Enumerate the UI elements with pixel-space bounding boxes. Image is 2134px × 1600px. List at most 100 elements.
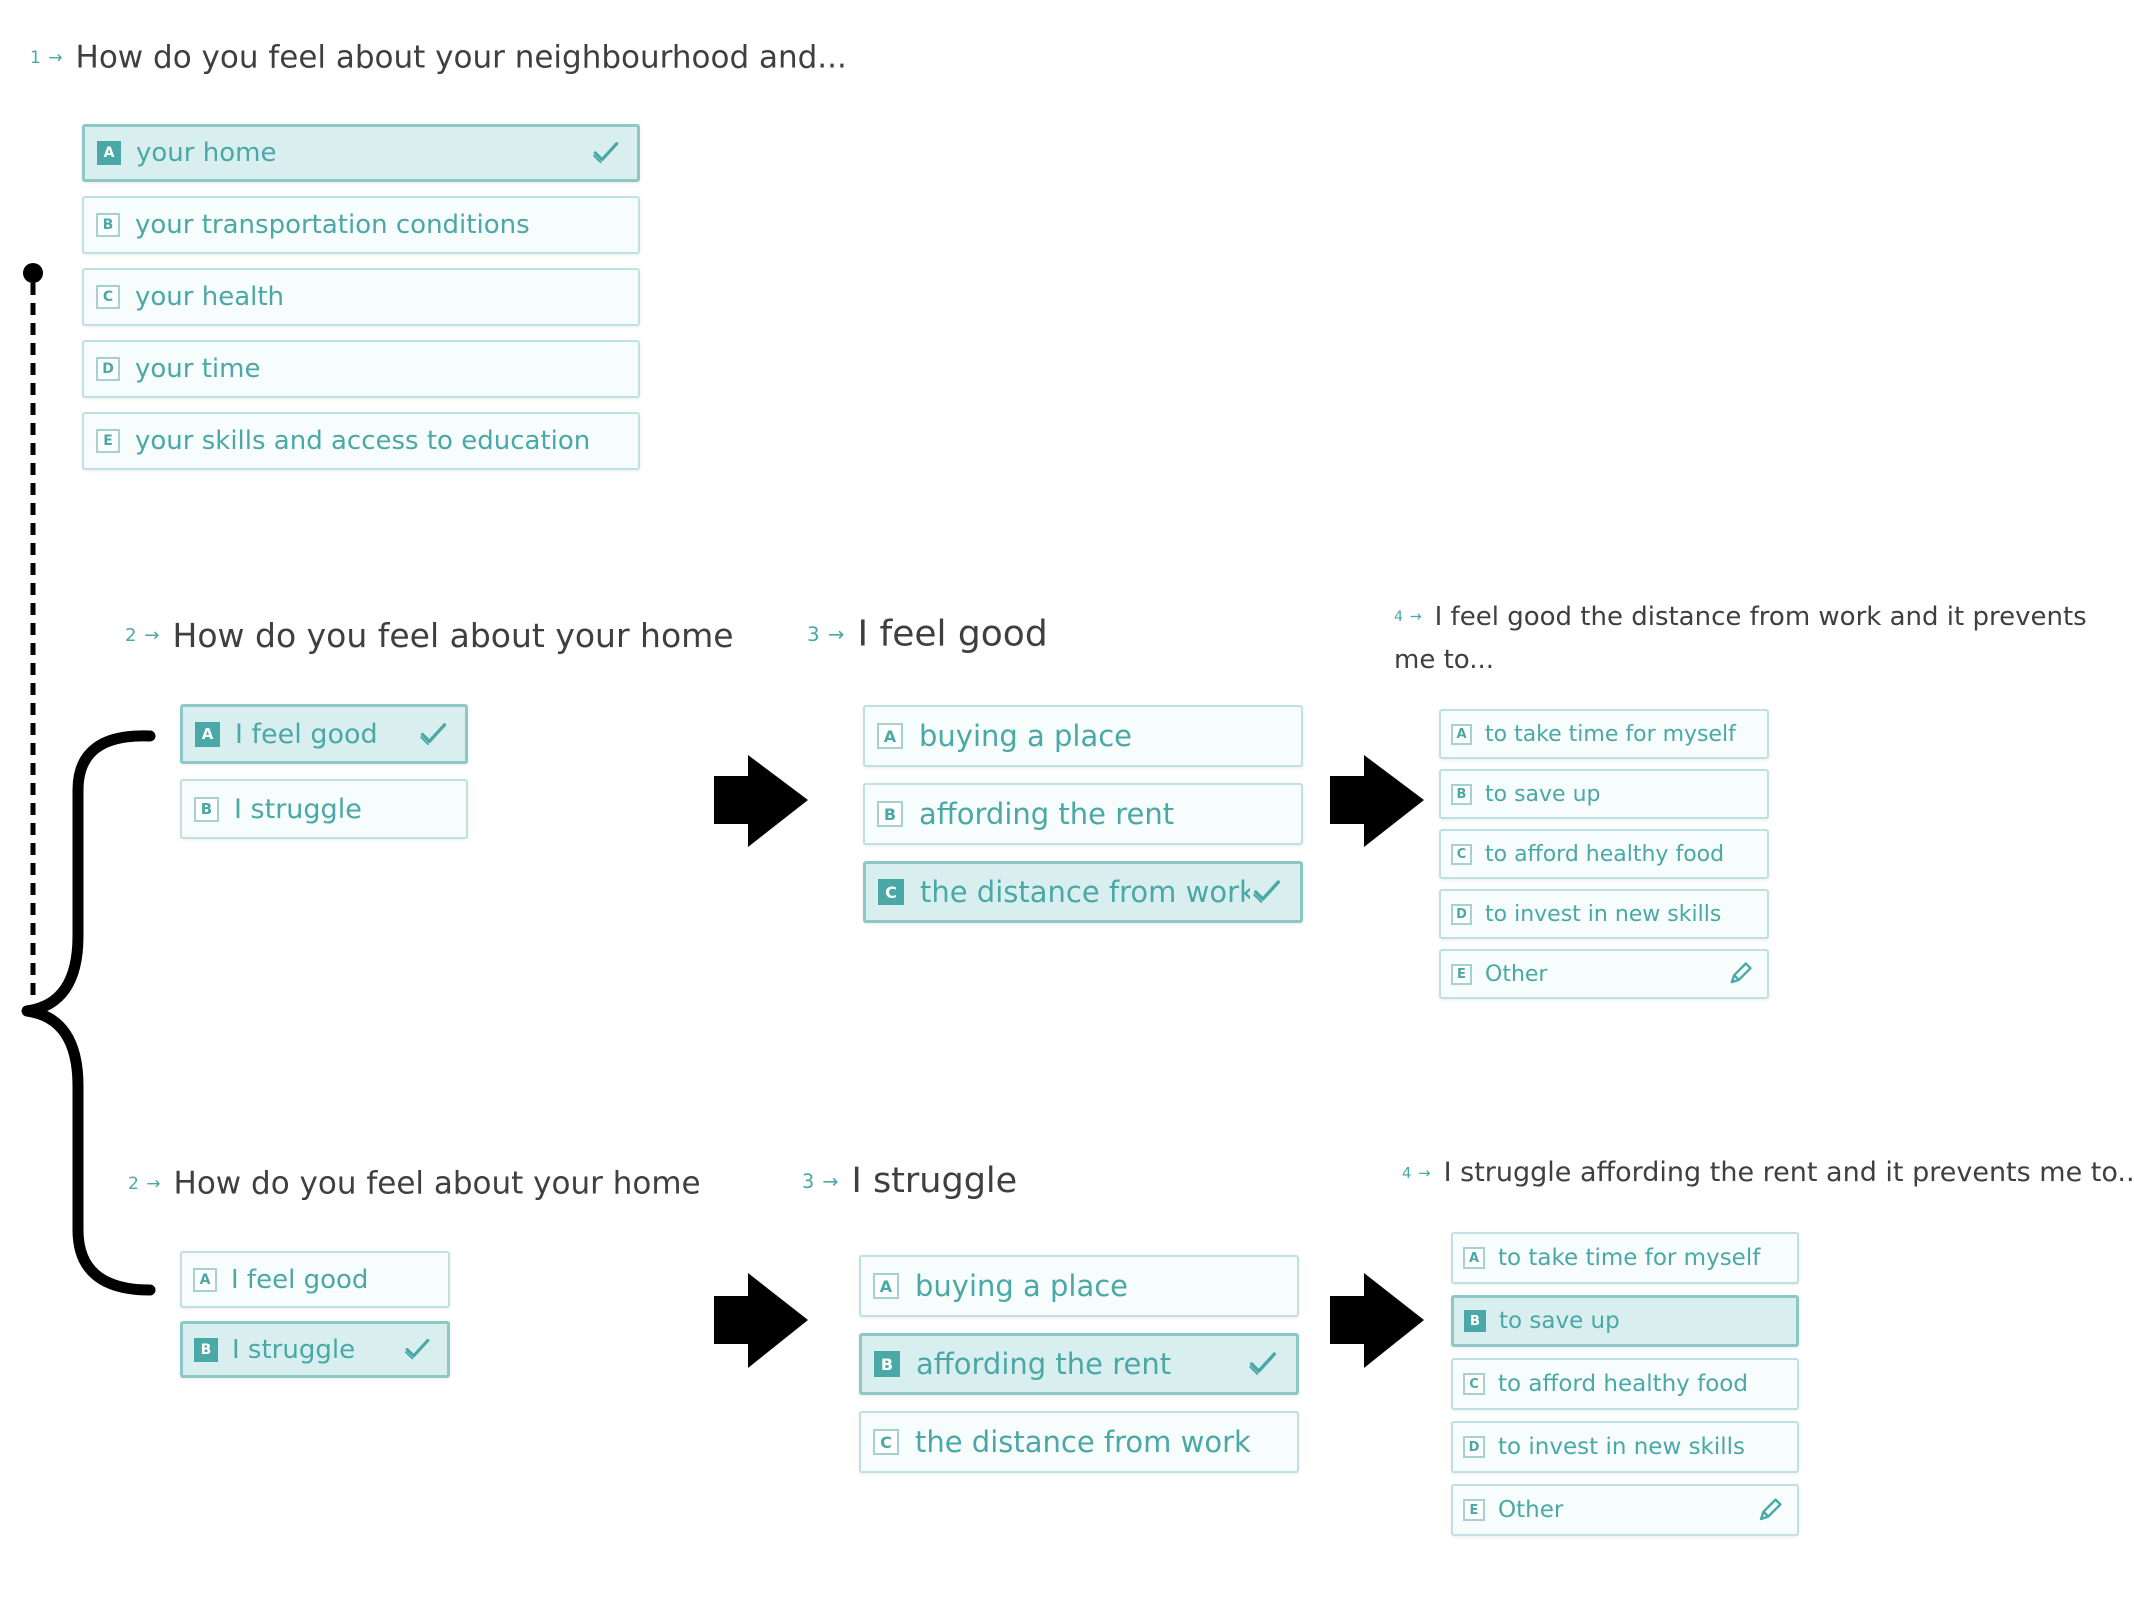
choice-label: Other [1485, 961, 1548, 987]
choice-option[interactable]: A I feel good [180, 1251, 450, 1308]
checkmark-icon [590, 137, 622, 169]
choice-label: buying a place [919, 719, 1133, 753]
choice-label: to take time for myself [1485, 721, 1736, 747]
choice-label: buying a place [915, 1269, 1129, 1303]
choice-label: I struggle [234, 793, 362, 825]
choice-label: I feel good [235, 718, 378, 750]
choice-option[interactable]: B I struggle [180, 1321, 450, 1378]
bottom-q3-heading: 3 →I struggle [802, 1160, 1017, 1201]
choice-label: your home [136, 138, 277, 168]
top-q3-heading: 3 → I feel good [807, 612, 1048, 655]
checkmark-icon [402, 1334, 433, 1365]
choice-key: A [1463, 1247, 1485, 1269]
choice-key: B [877, 801, 903, 827]
choice-option[interactable]: A I feel good [180, 704, 468, 764]
choice-label: your health [135, 282, 285, 312]
question-number: 2 → [125, 625, 161, 646]
question-number: 4 → [1402, 1163, 1432, 1182]
question-text: How do you feel about your neighbourhood… [75, 39, 847, 76]
pencil-icon[interactable] [1726, 960, 1754, 988]
choice-key: B [1451, 783, 1472, 805]
curly-brace [21, 730, 156, 1296]
connector-dot [23, 263, 43, 283]
question-text: I feel good the distance from work and i… [1394, 602, 2087, 675]
choice-key: A [877, 723, 903, 749]
question-text: I struggle affording the rent and it pre… [1443, 1157, 2134, 1188]
choice-label: to afford healthy food [1498, 1371, 1748, 1397]
choice-key: C [878, 879, 904, 905]
choice-key: B [1464, 1310, 1486, 1332]
question-text: How do you feel about your home [173, 1165, 701, 1202]
top-q4-heading: 4 →I feel good the distance from work an… [1394, 596, 2129, 682]
checkmark-icon [1246, 1347, 1280, 1381]
choice-label: I feel good [231, 1264, 369, 1295]
choice-label: to afford healthy food [1485, 841, 1725, 867]
question-number: 1 → [30, 47, 64, 68]
choice-key: B [194, 796, 219, 822]
choice-label: to invest in new skills [1485, 901, 1722, 927]
choice-label: the distance from work [920, 875, 1250, 909]
choice-key: E [1463, 1499, 1485, 1521]
choice-key: B [96, 213, 120, 237]
choice-key: C [96, 285, 120, 309]
choice-key: E [96, 429, 120, 453]
question-number: 3 → [807, 622, 846, 646]
choice-key: C [873, 1429, 899, 1455]
arrow-right-icon [714, 1273, 808, 1368]
choice-key: D [1463, 1436, 1485, 1458]
choice-label: the distance from work [915, 1425, 1251, 1459]
question-text: I feel good [857, 613, 1048, 655]
choice-key: D [96, 357, 120, 381]
choice-option[interactable]: E Other [1451, 1484, 1799, 1536]
choice-key: B [194, 1337, 218, 1362]
question-text: How do you feel about your home [172, 616, 734, 655]
choice-key: B [874, 1351, 900, 1377]
checkmark-icon [1250, 875, 1284, 909]
bottom-q4-heading: 4 → I struggle affording the rent and it … [1402, 1156, 2134, 1188]
choice-option[interactable]: B I struggle [180, 779, 468, 839]
choice-label: affording the rent [916, 1347, 1172, 1381]
choice-label: Other [1498, 1497, 1564, 1523]
choice-label: your skills and access to education [135, 426, 591, 456]
choice-option[interactable]: E Other [1439, 949, 1769, 999]
choice-label: affording the rent [919, 797, 1175, 831]
choice-key: E [1451, 963, 1472, 985]
choice-label: to take time for myself [1498, 1245, 1761, 1271]
choice-label: I struggle [232, 1334, 356, 1365]
choice-key: A [1451, 723, 1472, 745]
choice-label: your time [135, 354, 261, 384]
choice-label: to save up [1499, 1308, 1620, 1334]
question-number: 2 → [128, 1173, 162, 1194]
pencil-icon[interactable] [1755, 1496, 1784, 1525]
choice-key: A [193, 1267, 217, 1292]
q1-heading: 1 → How do you feel about your neighbourh… [30, 38, 847, 76]
arrow-right-icon [1330, 1273, 1424, 1368]
choice-label: to invest in new skills [1498, 1434, 1746, 1460]
choice-label: to save up [1485, 781, 1601, 807]
bottom-q2-heading: 2 → How do you feel about your home [128, 1164, 701, 1202]
choice-key: A [195, 721, 220, 747]
choice-label: your transportation conditions [135, 210, 530, 240]
choice-key: A [97, 141, 121, 165]
arrow-right-icon [1330, 755, 1424, 847]
